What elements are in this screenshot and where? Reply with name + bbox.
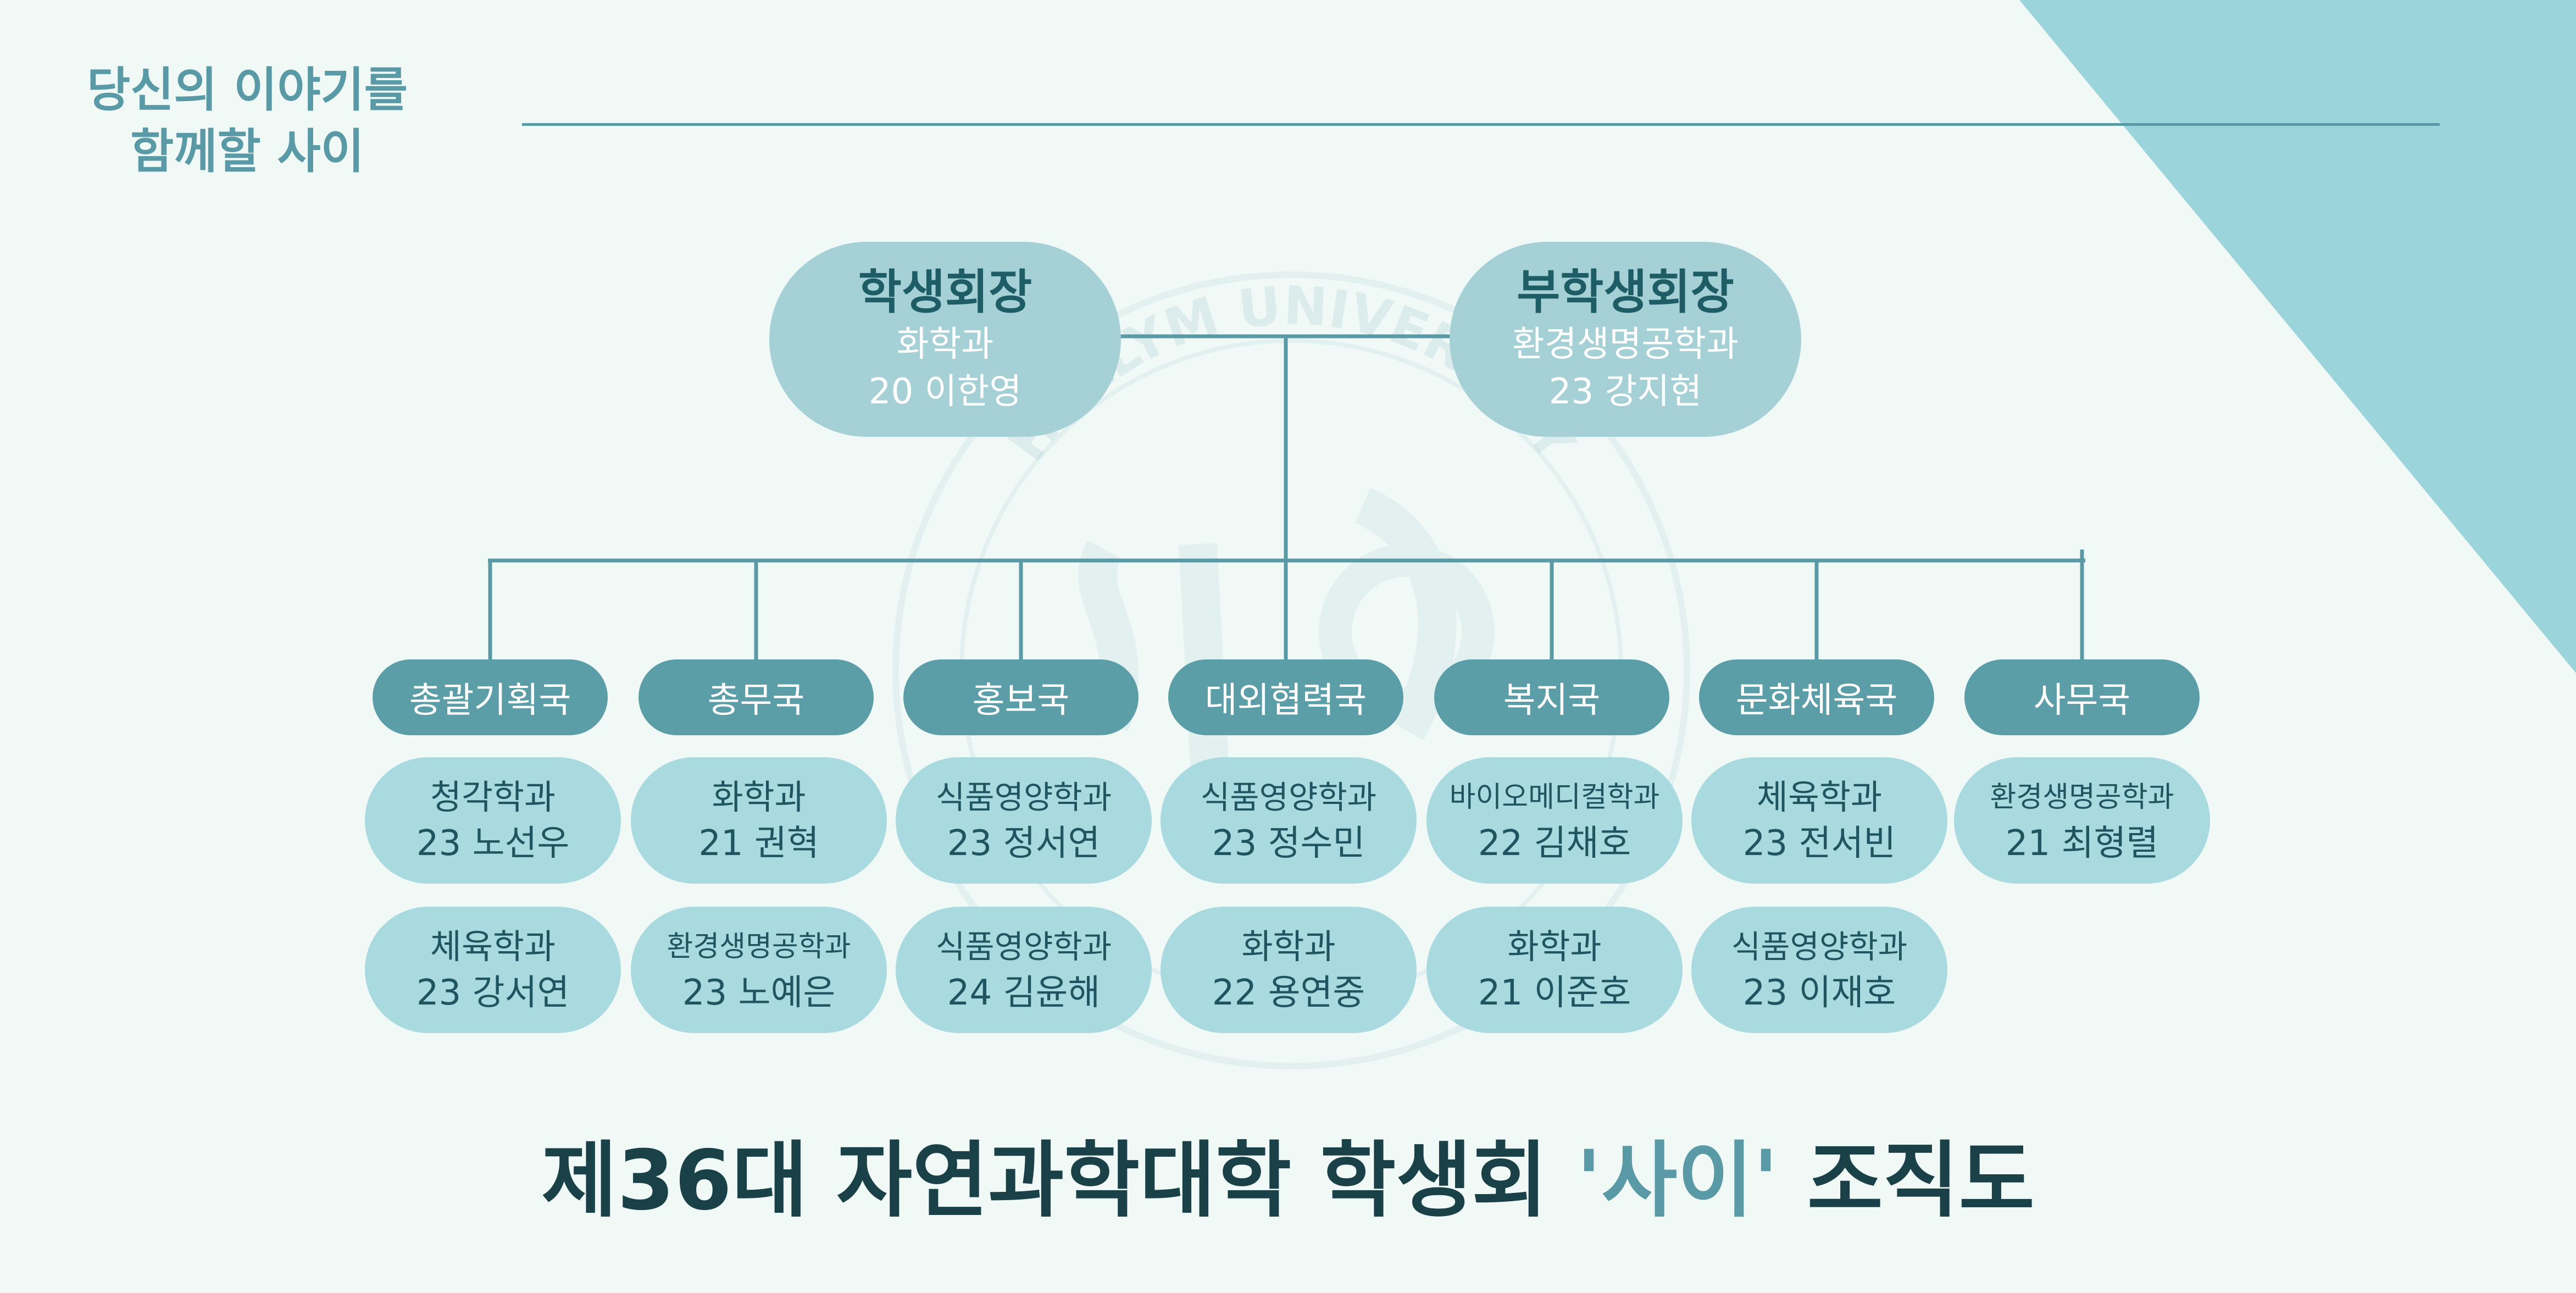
member-card: 식품영양학과 23 이재호	[1691, 907, 1947, 1033]
member-major: 청각학과	[430, 777, 556, 817]
member-major: 화학과	[712, 777, 806, 817]
member-card: 식품영양학과 24 김윤해	[896, 907, 1152, 1033]
page-title: 제36대 자연과학대학 학생회 '사이' 조직도	[0, 1110, 2576, 1236]
member-card: 청각학과 23 노선우	[365, 757, 621, 884]
member-person: 23 정서연	[947, 823, 1101, 864]
dept-welfare: 복지국	[1434, 659, 1669, 735]
leader-role: 부학생회장	[1517, 264, 1734, 320]
member-card: 식품영양학과 23 정수민	[1161, 757, 1417, 884]
member-card: 체육학과 23 강서연	[365, 907, 621, 1033]
member-major: 식품영양학과	[1200, 779, 1377, 816]
member-major: 식품영양학과	[935, 779, 1112, 816]
member-major: 환경생명공학과	[1990, 781, 2174, 814]
slogan-line-2: 함께할 사이	[130, 124, 364, 179]
leader-person: 20 이한영	[868, 371, 1022, 412]
member-person: 22 김채호	[1478, 823, 1631, 864]
leader-president: 학생회장 화학과 20 이한영	[769, 242, 1121, 437]
dept-culture-sports: 문화체육국	[1699, 659, 1934, 735]
leader-dept: 환경생명공학과	[1512, 324, 1739, 365]
member-card: 체육학과 23 전서빈	[1691, 757, 1947, 884]
member-card: 화학과 21 이준호	[1426, 907, 1683, 1033]
member-card: 바이오메디컬학과 22 김채호	[1426, 757, 1683, 884]
member-person: 23 노예은	[682, 973, 836, 1013]
member-major: 바이오메디컬학과	[1449, 781, 1660, 814]
member-person: 21 권혁	[698, 823, 819, 864]
member-person: 23 이재호	[1742, 973, 1896, 1013]
member-card: 화학과 21 권혁	[631, 757, 887, 884]
title-highlight: '사이'	[1576, 1133, 1779, 1229]
leader-role: 학생회장	[858, 264, 1032, 320]
dept-planning: 총괄기획국	[373, 659, 608, 735]
leader-person: 23 강지현	[1548, 371, 1702, 412]
member-card: 환경생명공학과 23 노예은	[631, 907, 887, 1033]
leader-dept: 화학과	[896, 324, 994, 365]
member-card: 환경생명공학과 21 최형렬	[1954, 757, 2210, 884]
member-major: 화학과	[1241, 926, 1336, 967]
header-divider	[522, 123, 2440, 126]
title-after: 조직도	[1778, 1133, 2035, 1229]
dept-secretariat: 사무국	[1964, 659, 2200, 735]
member-card: 화학과 22 용연중	[1161, 907, 1417, 1033]
member-major: 식품영양학과	[1731, 928, 1908, 965]
member-person: 23 강서연	[416, 973, 570, 1013]
member-card: 식품영양학과 23 정서연	[896, 757, 1152, 884]
slogan-line-1: 당신의 이야기를	[87, 63, 408, 118]
member-major: 화학과	[1507, 926, 1602, 967]
member-person: 21 최형렬	[2005, 823, 2159, 864]
member-person: 23 노선우	[416, 823, 570, 864]
dept-external-relations: 대외협력국	[1168, 659, 1403, 735]
member-person: 23 정수민	[1212, 823, 1365, 864]
dept-public-relations: 홍보국	[903, 659, 1139, 735]
leader-vice-president: 부학생회장 환경생명공학과 23 강지현	[1450, 242, 1801, 437]
member-person: 21 이준호	[1478, 973, 1631, 1013]
member-person: 23 전서빈	[1742, 823, 1896, 864]
dept-general-affairs: 총무국	[639, 659, 874, 735]
member-major: 체육학과	[1756, 777, 1883, 817]
member-person: 22 용연중	[1212, 973, 1365, 1013]
title-before: 제36대 자연과학대학 학생회	[541, 1133, 1576, 1229]
slogan: 당신의 이야기를 함께할 사이	[82, 59, 412, 182]
member-major: 환경생명공학과	[667, 930, 851, 963]
member-person: 24 김윤해	[947, 973, 1101, 1013]
member-major: 식품영양학과	[935, 928, 1112, 965]
member-major: 체육학과	[430, 926, 556, 967]
